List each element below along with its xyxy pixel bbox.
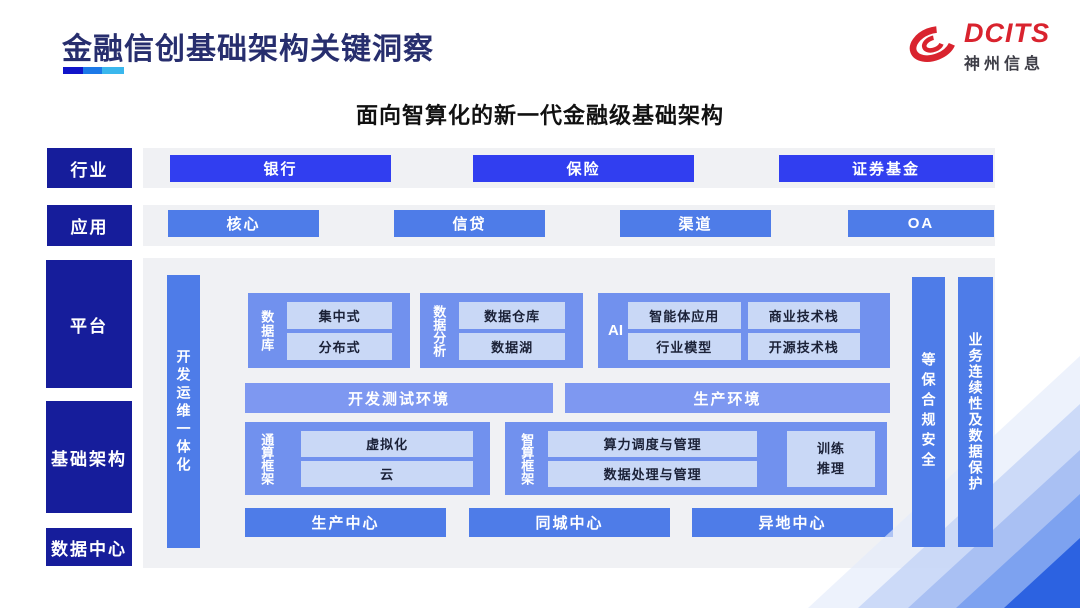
application-item-core: 核心	[168, 210, 319, 237]
smart-compute-group-label: 智算框架	[519, 432, 535, 485]
company-name: 神州信息	[964, 56, 1045, 73]
dcits-swirl-icon	[908, 20, 958, 73]
general-compute-group-label: 通算框架	[259, 432, 275, 485]
row-label-platform: 平台	[46, 260, 132, 388]
ai-group: AI 智能体应用 商业技术栈 行业模型 开源技术栈	[598, 293, 890, 368]
diagram-title: 面向智算化的新一代金融级基础架构	[355, 103, 724, 128]
center-remote: 异地中心	[692, 508, 893, 537]
row-label-application: 应用	[47, 205, 132, 246]
center-production: 生产中心	[245, 508, 446, 537]
row-label-datacenter: 数据中心	[46, 528, 132, 566]
industry-item-securities: 证券基金	[779, 155, 993, 182]
continuity-vertical-bar: 业务连续性及数据保护	[958, 277, 993, 547]
general-compute-virtualization: 虚拟化	[301, 430, 473, 457]
database-item-distributed: 分布式	[287, 332, 392, 360]
page-title: 金融信创基础架构关键洞察	[62, 33, 434, 66]
application-item-credit: 信贷	[394, 210, 545, 237]
database-group: 数据库 集中式 分布式	[248, 293, 410, 368]
ai-item-opensource-stack: 开源技术栈	[747, 332, 860, 360]
dcits-brand-text: DCITS	[964, 18, 1050, 48]
smart-compute-scheduling: 算力调度与管理	[548, 430, 757, 457]
security-vertical-bar: 等保合规安全	[912, 277, 945, 547]
database-group-label: 数据库	[259, 309, 275, 352]
industry-item-insurance: 保险	[473, 155, 694, 182]
analytics-item-lake: 数据湖	[459, 332, 565, 360]
devtest-environment-bar: 开发测试环境	[245, 383, 553, 413]
application-item-channel: 渠道	[620, 210, 771, 237]
ai-item-agent-apps: 智能体应用	[628, 301, 741, 329]
database-item-centralized: 集中式	[287, 301, 392, 329]
devops-vertical-bar: 开发运维一体化	[167, 275, 200, 548]
production-environment-bar: 生产环境	[565, 383, 890, 413]
industry-item-bank: 银行	[170, 155, 391, 182]
center-same-city: 同城中心	[469, 508, 670, 537]
row-label-infrastructure: 基础架构	[46, 401, 132, 513]
analytics-group-label: 数据分析	[431, 304, 447, 357]
row-label-industry: 行业	[47, 148, 132, 188]
application-item-oa: OA	[848, 210, 994, 237]
analytics-group: 数据分析 数据仓库 数据湖	[420, 293, 583, 368]
general-compute-group: 通算框架 虚拟化 云	[245, 422, 490, 495]
dcits-logo: DCITS 神州信息	[908, 20, 1050, 74]
ai-group-label: AI	[608, 322, 623, 339]
title-accent-bar	[63, 67, 124, 74]
general-compute-cloud: 云	[301, 460, 473, 487]
ai-item-industry-models: 行业模型	[628, 332, 741, 360]
smart-compute-group: 智算框架 算力调度与管理 数据处理与管理 训练 推理	[505, 422, 887, 495]
smart-compute-train-infer: 训练 推理	[787, 430, 875, 487]
ai-item-commercial-stack: 商业技术栈	[747, 301, 860, 329]
analytics-item-warehouse: 数据仓库	[459, 301, 565, 329]
smart-compute-data-mgmt: 数据处理与管理	[548, 460, 757, 487]
